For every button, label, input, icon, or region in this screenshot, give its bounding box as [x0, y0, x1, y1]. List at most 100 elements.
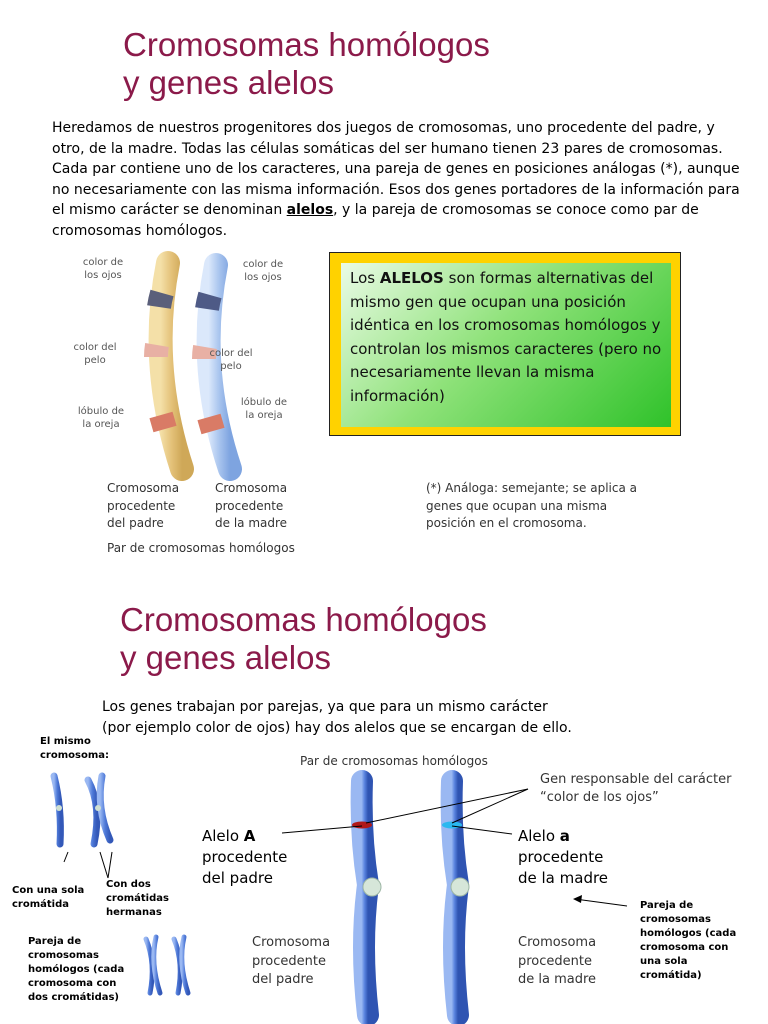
pair-one-line2: cromosomas [640, 914, 711, 925]
pair-header-label: Par de cromosomas homólogos [300, 754, 488, 768]
father-band-eyes [147, 289, 174, 309]
mother-band-hair [192, 345, 217, 360]
caption-mother-chromosome: Cromosoma procedente de la madre [215, 480, 287, 533]
definition-gradient-panel: Los ALELOS son formas alternativas del m… [341, 263, 671, 427]
label-left-hair-line2: pelo [84, 355, 106, 366]
definition-term: ALELOS [379, 269, 444, 287]
allele-A-line2: procedente [202, 848, 288, 866]
mother-chromosome [196, 253, 242, 481]
footnote-analogous: (*) Análoga: semejante; se aplica a gene… [426, 480, 637, 533]
slide1-title-line1: Cromosomas homólogos [123, 26, 490, 63]
paragraph-bold-term: alelos [286, 202, 334, 218]
label-right-hair-line1: color del [209, 348, 253, 359]
sister-chromatid-right [96, 772, 114, 844]
homologous-pair-large-illustration [350, 770, 470, 1024]
same-chromosome-label: El mismo cromosoma: [40, 735, 109, 763]
gene-label: Gen responsable del carácter “color de l… [540, 771, 731, 806]
homologous-chromosomes-illustration [144, 251, 242, 481]
intro-line2: (por ejemplo color de ojos) hay dos alel… [102, 720, 572, 736]
pair-one-line3: homólogos (cada [640, 928, 737, 939]
label-left-hair-line1: color del [73, 342, 117, 353]
label-right-eye-line1: color de [242, 259, 284, 270]
label-right-earlobe: lóbulo de la oreja [234, 396, 294, 422]
caption-father-line3: del padre [107, 516, 164, 530]
slide2-caption-mother-line2: procedente [518, 953, 592, 969]
label-left-eye-color: color de los ojos [76, 256, 130, 282]
allele-A-line3: del padre [202, 869, 273, 887]
allele-a-label: Alelo a procedente de la madre [518, 826, 608, 889]
allele-A-letter: A [243, 827, 256, 845]
slide2-title-line2: y genes alelos [120, 639, 331, 676]
pair-two-line3: homólogos (cada [28, 964, 125, 975]
label-left-earlobe: lóbulo de la oreja [72, 405, 130, 431]
same-chromosome-line1: El mismo [40, 736, 91, 747]
small-chromosomes-illustration [50, 772, 114, 879]
label-left-lobe-line2: la oreja [82, 419, 120, 430]
allele-A-label: Alelo A procedente del padre [202, 826, 287, 889]
two-chromatids-line3: hermanas [106, 907, 162, 918]
caption-mother-line2: procedente [215, 498, 284, 513]
definition-body: son formas alternativas del mismo gen qu… [350, 269, 662, 405]
footnote-line1: (*) Análoga: semejante; se aplica a [426, 481, 638, 495]
pair-two-line2: cromosomas [28, 950, 99, 961]
allele-a-letter: a [559, 827, 570, 845]
label-right-lobe-line1: lóbulo de [240, 397, 288, 408]
slide2-title-line1: Cromosomas homólogos [120, 601, 487, 638]
pair-two-chromatids-label: Pareja de cromosomas homólogos (cada cro… [28, 935, 124, 1005]
gene-label-line1: Gen responsable del carácter [540, 772, 732, 787]
one-chromatid-label: Con una sola cromátida [12, 884, 84, 912]
one-chromatid-line2: cromátida [12, 899, 70, 910]
same-chromosome-line2: cromosoma: [40, 750, 110, 761]
slide2-caption-mother-line3: de la madre [518, 972, 597, 987]
label-right-eye-color: color de los ojos [236, 258, 290, 284]
slide2-caption-mother: Cromosoma procedente de la madre [518, 934, 596, 990]
label-right-lobe-line2: la oreja [245, 410, 283, 421]
slide1-paragraph: Heredamos de nuestros progenitores dos j… [52, 118, 742, 241]
allele-a-line2: procedente [518, 848, 604, 866]
pair-one-line6: cromátida) [640, 970, 702, 981]
caption-father-line2: procedente [107, 498, 176, 513]
gene-label-line2: “color de los ojos” [540, 789, 659, 805]
pair-one-chromatid-label: Pareja de cromosomas homólogos (cada cro… [640, 899, 736, 983]
slide2-caption-father-line3: del padre [252, 972, 314, 987]
caption-homologous-pair: Par de cromosomas homólogos [107, 541, 295, 555]
footnote-line3: posición en el cromosoma. [426, 516, 587, 530]
pair-one-line4: cromosoma con [640, 942, 729, 953]
definition-prefix: Los [350, 269, 380, 287]
intro-line1: Los genes trabajan por parejas, ya que p… [102, 699, 548, 715]
pair-one-line5: una sola [640, 956, 688, 967]
caption-father-line1: Cromosoma [107, 481, 180, 495]
slide2-title: Cromosomas homólogos y genes alelos [120, 601, 487, 677]
allele-a-line3: de la madre [518, 869, 609, 887]
caption-father-chromosome: Cromosoma procedente del padre [107, 480, 179, 533]
slide2-caption-father-line1: Cromosoma [252, 935, 331, 950]
pair-two-line1: Pareja de [28, 936, 82, 947]
caption-mother-line3: de la madre [215, 516, 288, 530]
definition-text: Los ALELOS son formas alternativas del m… [350, 267, 670, 408]
footnote-line2: genes que ocupan una misma [426, 498, 608, 513]
allele-A-prefix: Alelo [202, 827, 244, 845]
paragraph-text-1: Heredamos de nuestros progenitores dos j… [52, 120, 740, 218]
pair-one-line1: Pareja de [640, 900, 694, 911]
mother-band-lobe [197, 413, 225, 435]
slide2-caption-father: Cromosoma procedente del padre [252, 934, 330, 990]
two-chromatids-line2: cromátidas [106, 893, 169, 904]
label-left-lobe-line1: lóbulo de [77, 406, 125, 417]
paragraph-text-2: , y la pareja de cromosomas se conoce co… [52, 202, 699, 239]
slide1-title: Cromosomas homólogos y genes alelos [123, 26, 490, 102]
label-right-hair-line2: pelo [220, 361, 242, 372]
father-chromosome [148, 251, 194, 481]
label-left-eye-line1: color de [82, 257, 124, 268]
slide2-caption-mother-line1: Cromosoma [518, 935, 597, 950]
caption-mother-line1: Cromosoma [215, 481, 288, 495]
two-chromatids-label: Con dos cromátidas hermanas [106, 878, 169, 920]
father-band-lobe [149, 411, 177, 433]
alleles-definition-box: Los ALELOS son formas alternativas del m… [329, 252, 681, 436]
pair-two-line4: cromosoma con [28, 978, 117, 989]
mother-centromere [450, 877, 470, 897]
label-left-hair-color: color del pelo [66, 341, 124, 367]
father-centromere [362, 877, 382, 897]
label-right-hair-color: color del pelo [202, 347, 260, 373]
label-left-eye-line2: los ojos [84, 270, 122, 281]
